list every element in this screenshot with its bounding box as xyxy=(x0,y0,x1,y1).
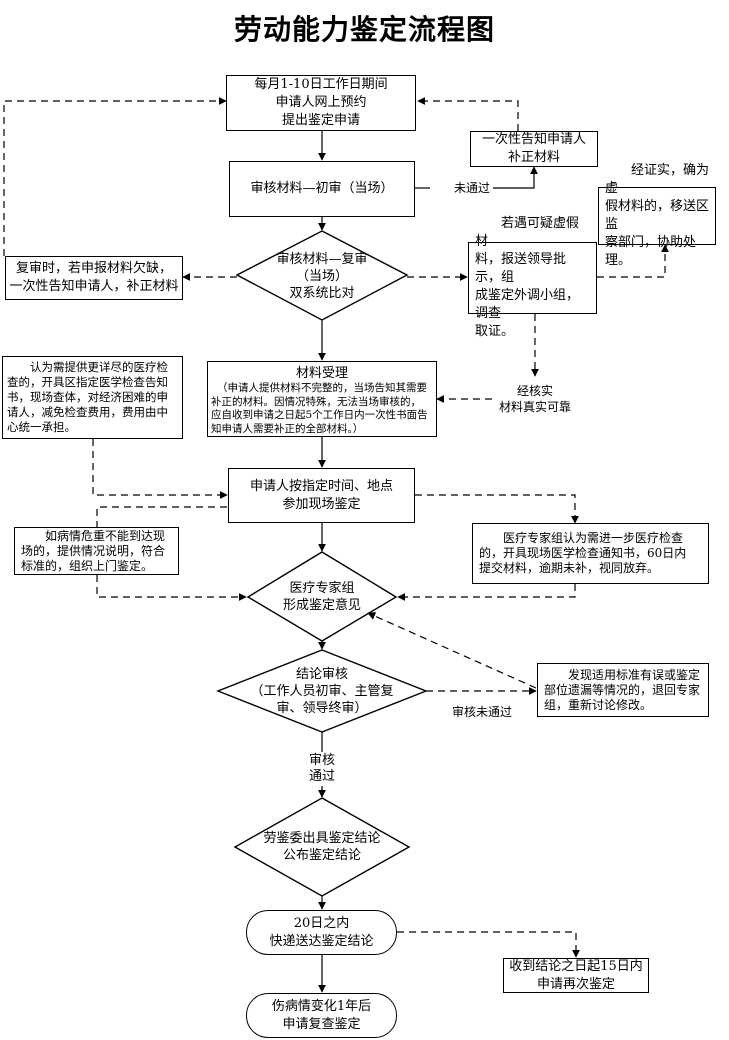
apply-line-1: 每月1-10日工作日期间 xyxy=(254,77,388,92)
reapply-box: 收到结论之日起15日内 申请再次鉴定 xyxy=(503,958,649,993)
recheck-missing-line-2: 一次性告知申请人，补正材料 xyxy=(9,279,179,294)
verified-real-label: 经核实 材料真实可靠 xyxy=(480,383,590,415)
review-passed-label: 审核 通过 xyxy=(296,753,348,785)
second-review-line-2: （当场） xyxy=(295,268,348,284)
apply-line-3: 提出鉴定申请 xyxy=(281,113,360,128)
recheck-missing-line-1: 复审时，若申报材料欠缺， xyxy=(15,261,172,276)
error-found-line-3: 组，重新讨论修改。 xyxy=(544,697,653,712)
expert-opinion-text: 医疗专家组 形成鉴定意见 xyxy=(262,578,382,616)
suspect-fake-line-1: 若遇可疑虚假材 xyxy=(475,216,580,249)
first-review-box: 审核材料—初审（当场） xyxy=(229,161,415,217)
first-review-label: 审核材料—初审（当场） xyxy=(250,181,394,196)
issue-conclusion-text: 劳鉴委出具鉴定结论 公布鉴定结论 xyxy=(250,828,394,866)
accept-note-line-4: 知申请人需要补正的全部材料。） xyxy=(211,422,364,435)
review-failed-label: 审核未通过 xyxy=(451,705,512,719)
further-exam-line-3: 提交材料，逾期未补，视同放弃。 xyxy=(479,561,660,575)
verified-real-line-2: 材料真实可靠 xyxy=(498,400,571,414)
accept-note-line-2: 补正的材料。因情况特殊，无法当场审核的， xyxy=(211,395,421,408)
second-review-line-3: 双系统比对 xyxy=(289,285,355,301)
accept-title: 材料受理 xyxy=(295,366,348,381)
deliver-box: 20日之内 快递送达鉴定结论 xyxy=(246,910,397,955)
review-again-line-2: 申请复查鉴定 xyxy=(282,1016,361,1032)
review-again-box: 伤病情变化1年后 申请复查鉴定 xyxy=(246,993,397,1038)
detail-exam-line-2: 查的，开具区指定医学检查告知 xyxy=(7,375,168,389)
fake-verified-box: 经证实，确为虚 假材料的，移送区监 察部门，协助处理。 xyxy=(598,163,716,268)
conclusion-review-line-2: （工作人员初审、主管复 xyxy=(250,683,394,699)
onsite-line-1: 申请人按指定时间、地点 xyxy=(249,478,393,494)
detail-exam-line-4: 请人，减免检查费用，费用由中 xyxy=(7,405,168,419)
error-found-box: 发现适用标准有误或鉴定 部位遗漏等情况的，退回专家 组，重新讨论修改。 xyxy=(537,663,709,717)
issue-conclusion-line-1: 劳鉴委出具鉴定结论 xyxy=(263,831,381,846)
deliver-line-1: 20日之内 xyxy=(293,915,350,931)
verified-real-line-1: 经核实 xyxy=(516,384,553,398)
further-exam-line-1: 医疗专家组认为需进一步医疗检查 xyxy=(503,531,684,545)
apply-line-2: 申请人网上预约 xyxy=(275,95,367,110)
expert-opinion-line-2: 形成鉴定意见 xyxy=(282,598,361,613)
review-again-line-1: 伤病情变化1年后 xyxy=(271,998,372,1014)
second-review-text: 审核材料—复审 （当场） 双系统比对 xyxy=(247,247,397,305)
accept-box: 材料受理 （申请人提供材料不完整的，当场告知其需要 补正的材料。因情况特殊，无法… xyxy=(207,361,437,437)
error-found-line-2: 部位遗漏等情况的，退回专家 xyxy=(544,682,701,697)
detail-exam-line-5: 心统一承担。 xyxy=(7,420,76,434)
error-found-line-1: 发现适用标准有误或鉴定 xyxy=(568,667,701,682)
suspect-fake-line-4: 取证。 xyxy=(475,324,515,339)
home-visit-line-1: 如病情危重不能到达现 xyxy=(45,528,166,543)
not-passed-label: 未通过 xyxy=(453,181,490,195)
detail-exam-line-3: 书，现场查体，对经济困难的申 xyxy=(7,390,168,404)
onsite-box: 申请人按指定时间、地点 参加现场鉴定 xyxy=(228,468,415,523)
reapply-line-1: 收到结论之日起15日内 xyxy=(509,958,643,974)
page-title: 劳动能力鉴定流程图 xyxy=(233,13,495,46)
conclusion-review-line-3: 审、领导终审） xyxy=(276,700,368,716)
detail-exam-line-1: 认为需提供更详尽的医疗检 xyxy=(30,360,168,374)
recheck-missing-box: 复审时，若申报材料欠缺， 一次性告知申请人，补正材料 xyxy=(5,256,183,300)
conclusion-review-text: 结论审核 （工作人员初审、主管复 审、领导终审） xyxy=(235,664,409,718)
deliver-line-2: 快递送达鉴定结论 xyxy=(269,933,374,949)
inform-supplement-line-2: 补正材料 xyxy=(507,150,560,165)
further-exam-box: 医疗专家组认为需进一步医疗检查 的，开具现场医学检查通知书，60日内 提交材料，… xyxy=(472,523,709,584)
accept-note-line-1: （申请人提供材料不完整的，当场告知其需要 xyxy=(217,382,427,394)
review-passed-line-1: 审核 xyxy=(308,753,335,768)
further-exam-line-2: 的，开具现场医学检查通知书，60日内 xyxy=(479,546,687,560)
inform-supplement-box: 一次性告知申请人 补正材料 xyxy=(470,131,598,167)
fake-verified-line-1: 经证实，确为虚 xyxy=(605,163,710,196)
home-visit-box: 如病情危重不能到达现 场的，提供情况说明，符合 标准的，组织上门鉴定。 xyxy=(14,527,179,575)
review-passed-line-2: 通过 xyxy=(308,769,335,784)
apply-box: 每月1-10日工作日期间 申请人网上预约 提出鉴定申请 xyxy=(226,75,416,131)
fake-verified-line-2: 假材料的，移送区监 xyxy=(605,199,710,232)
accept-note-line-3: 应自收到申请之日起5个工作日内一次性书面告 xyxy=(211,409,428,421)
fake-verified-line-3: 察部门，协助处理。 xyxy=(605,235,697,268)
suspect-fake-line-3: 成鉴定外调小组，调查 xyxy=(475,288,580,321)
suspect-fake-box: 若遇可疑虚假材 料，报送领导批示，组 成鉴定外调小组，调查 取证。 xyxy=(468,216,597,339)
reapply-line-2: 申请再次鉴定 xyxy=(536,976,615,992)
expert-opinion-line-1: 医疗专家组 xyxy=(289,581,355,596)
suspect-fake-line-2: 料，报送领导批示，组 xyxy=(475,252,567,285)
detail-exam-box: 认为需提供更详尽的医疗检 查的，开具区指定医学检查告知 书，现场查体，对经济困难… xyxy=(2,356,183,439)
second-review-line-1: 审核材料—复审 xyxy=(276,251,368,267)
home-visit-line-2: 场的，提供情况说明，符合 xyxy=(21,543,166,558)
issue-conclusion-line-2: 公布鉴定结论 xyxy=(282,848,361,863)
conclusion-review-line-1: 结论审核 xyxy=(295,666,348,682)
home-visit-line-3: 标准的，组织上门鉴定。 xyxy=(21,558,154,573)
onsite-line-2: 参加现场鉴定 xyxy=(282,496,361,512)
inform-supplement-line-1: 一次性告知申请人 xyxy=(481,132,586,147)
